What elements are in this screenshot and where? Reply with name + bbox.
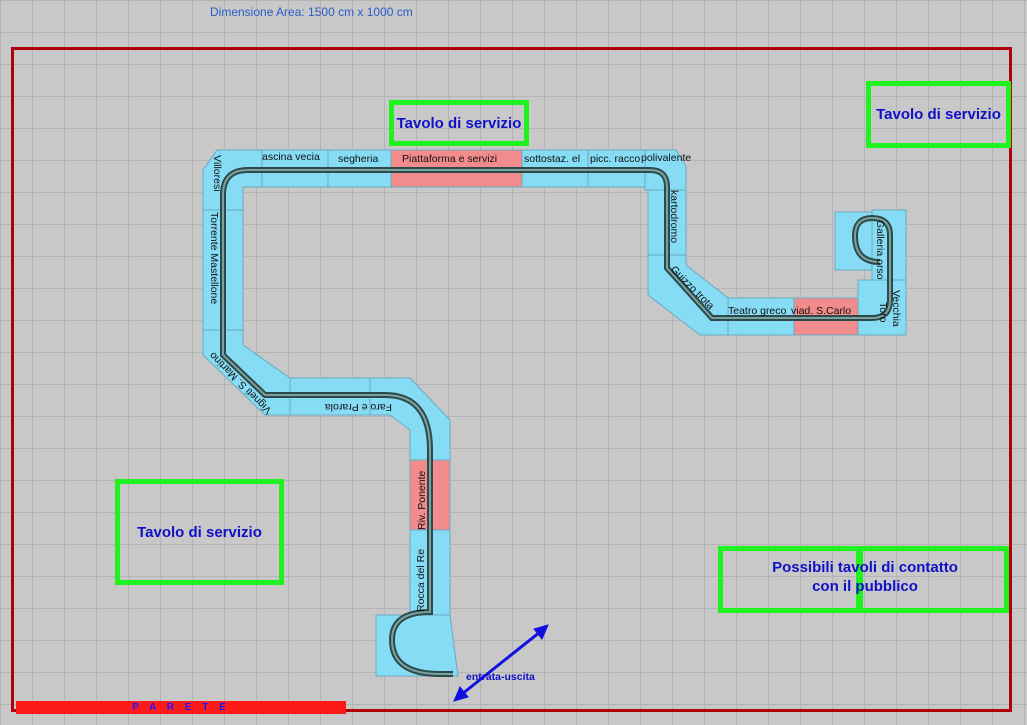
module-rocca-loop <box>375 614 459 677</box>
service-table-top-right-label: Tavolo di servizio <box>876 106 1001 123</box>
label-sottostaz: sottostaz. el <box>524 153 580 165</box>
label-cascina: ascina vecia <box>262 151 320 163</box>
label-torrente: Torrente Mastellone <box>208 212 220 304</box>
entrance-arrow <box>453 624 549 702</box>
label-rocca: Rocca del Re <box>415 549 427 612</box>
label-segheria: segheria <box>338 153 378 165</box>
module-vigneti <box>202 329 291 416</box>
wall-label: P A R E T E <box>132 702 230 713</box>
label-toro: Toro <box>877 302 889 323</box>
label-teatro: Teatro greco <box>728 305 787 317</box>
service-table-top-right[interactable]: Tavolo di servizio <box>866 81 1011 148</box>
module-polivalente <box>644 149 687 191</box>
track <box>220 167 893 677</box>
service-table-left[interactable]: Tavolo di servizio <box>115 479 284 585</box>
room-border <box>11 47 1012 712</box>
wall-bar: P A R E T E <box>16 701 346 714</box>
module-faro-2 <box>369 377 451 461</box>
label-viad: viad. S.Carlo <box>791 305 851 317</box>
label-picc-racco: picc. racco <box>590 153 640 165</box>
contact-table-right[interactable] <box>856 546 1009 613</box>
service-table-top-label: Tavolo di servizio <box>396 114 522 132</box>
area-dimension-label: Dimensione Area: 1500 cm x 1000 cm <box>210 5 413 19</box>
label-faro: Faro e Prarola <box>325 401 392 413</box>
label-piattaforma: Piattaforma e servizi <box>402 153 497 165</box>
label-polivalente: polivalente <box>641 152 691 164</box>
label-vecchia: Vecchia <box>890 290 902 327</box>
label-galleria: Galleria orso <box>874 220 886 280</box>
service-table-left-label: Tavolo di servizio <box>137 523 262 541</box>
contact-tables-label: Possibili tavoli di contatto con il pubb… <box>772 559 958 595</box>
track-main-line-inner <box>222 169 891 675</box>
label-kartodromo: kartodromo <box>668 190 680 243</box>
entrance-label: entrata-uscita <box>466 671 535 683</box>
label-riv-ponente: Riv. Ponente <box>416 471 428 530</box>
service-table-top[interactable]: Tavolo di servizio <box>389 100 529 146</box>
label-villoresi: Villoresi <box>211 155 223 192</box>
